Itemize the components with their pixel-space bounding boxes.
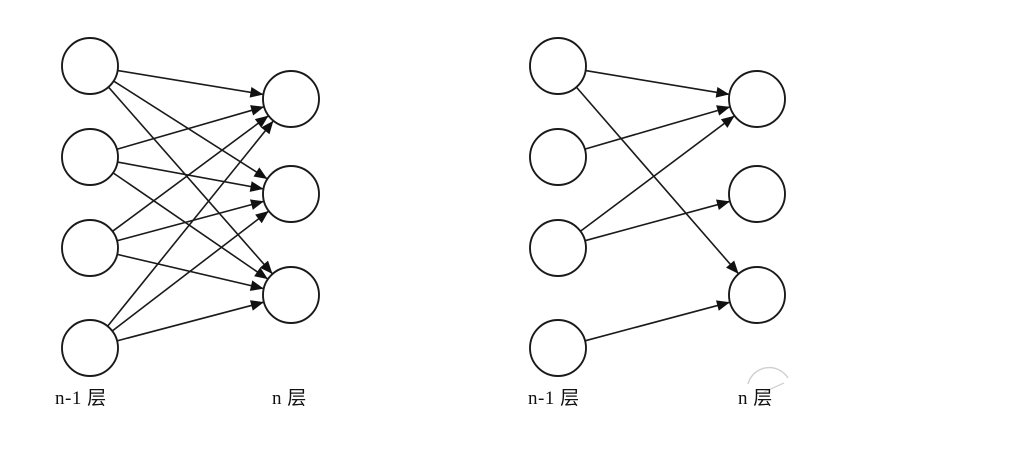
neuron-current-layer-R3 xyxy=(728,266,786,324)
layer-label-current: n 层 xyxy=(738,388,773,409)
arrowhead-L2-to-R1 xyxy=(716,105,731,116)
connection-L1-to-R1 xyxy=(585,69,730,96)
neuron-prev-layer-L4 xyxy=(61,319,119,377)
artifacts-root xyxy=(747,366,789,393)
edge-group xyxy=(106,69,275,342)
arrowhead-L4-to-R2 xyxy=(255,211,269,224)
arrowhead-L2-to-R2 xyxy=(249,181,264,192)
neuron-prev-layer-L3 xyxy=(61,219,119,277)
erased-stroke-tick xyxy=(763,382,785,393)
connection-L2-to-R3 xyxy=(112,172,269,280)
standard-fully-connected-network xyxy=(61,37,320,377)
arrowhead-L1-to-R1 xyxy=(249,87,264,98)
arrowhead-L3-to-R1 xyxy=(254,115,269,128)
panels-root xyxy=(61,37,786,377)
connection-L4-to-R3 xyxy=(584,301,731,342)
neuron-current-layer-R2 xyxy=(262,165,320,223)
arrowhead-L3-to-R2 xyxy=(716,199,730,210)
arrowhead-L4-to-R3 xyxy=(249,300,264,311)
neuron-prev-layer-L1 xyxy=(61,37,119,95)
connection-L3-to-R1 xyxy=(579,115,736,232)
erased-circle-arc xyxy=(747,366,789,385)
arrowhead-L2-to-R3 xyxy=(254,267,268,280)
layer-label-previous: n-1 层 xyxy=(55,388,107,409)
neuron-current-layer-R1 xyxy=(262,70,320,128)
edge-group xyxy=(575,69,740,342)
neuron-prev-layer-L1 xyxy=(529,37,587,95)
arrowhead-L1-to-R1 xyxy=(715,86,730,98)
connection-L3-to-R2 xyxy=(584,200,731,242)
connection-L2-to-R1 xyxy=(116,105,265,151)
node-group xyxy=(61,37,320,377)
arrowhead-L3-to-R1 xyxy=(720,115,735,128)
neuron-current-layer-R1 xyxy=(728,70,786,128)
connection-L2-to-R1 xyxy=(584,106,731,150)
arrowhead-L4-to-R1 xyxy=(261,120,274,135)
connection-L4-to-R1 xyxy=(106,120,275,327)
neuron-current-layer-R2 xyxy=(728,165,786,223)
neuron-current-layer-R3 xyxy=(262,266,320,324)
dropout-thinned-network xyxy=(529,37,786,377)
neuron-prev-layer-L2 xyxy=(529,128,587,186)
neuron-prev-layer-L3 xyxy=(529,219,587,277)
arrowhead-L1-to-R3 xyxy=(259,260,273,274)
arrowhead-L3-to-R3 xyxy=(249,280,264,291)
connection-L3-to-R1 xyxy=(112,115,269,232)
layer-label-previous: n-1 层 xyxy=(528,388,580,409)
arrowhead-L2-to-R1 xyxy=(250,105,265,116)
connection-L1-to-R3 xyxy=(107,86,274,275)
neuron-prev-layer-L4 xyxy=(529,319,587,377)
arrowhead-L4-to-R3 xyxy=(715,300,730,311)
neuron-prev-layer-L2 xyxy=(61,128,119,186)
connection-L2-to-R2 xyxy=(117,161,264,190)
layer-label-current: n 层 xyxy=(272,388,307,409)
connection-L3-to-R2 xyxy=(116,200,265,242)
arrowhead-L3-to-R2 xyxy=(250,199,264,210)
node-group xyxy=(529,37,786,377)
connection-L4-to-R3 xyxy=(116,301,265,342)
connection-L1-to-R2 xyxy=(113,80,268,180)
connection-L1-to-R3 xyxy=(575,86,740,275)
connection-L1-to-R1 xyxy=(117,69,264,96)
arrowhead-L1-to-R3 xyxy=(726,260,739,274)
labels-root: n-1 层 n 层 n-1 层 n 层 xyxy=(55,388,773,409)
connection-L4-to-R2 xyxy=(111,210,270,332)
arrowhead-L1-to-R2 xyxy=(253,167,268,179)
